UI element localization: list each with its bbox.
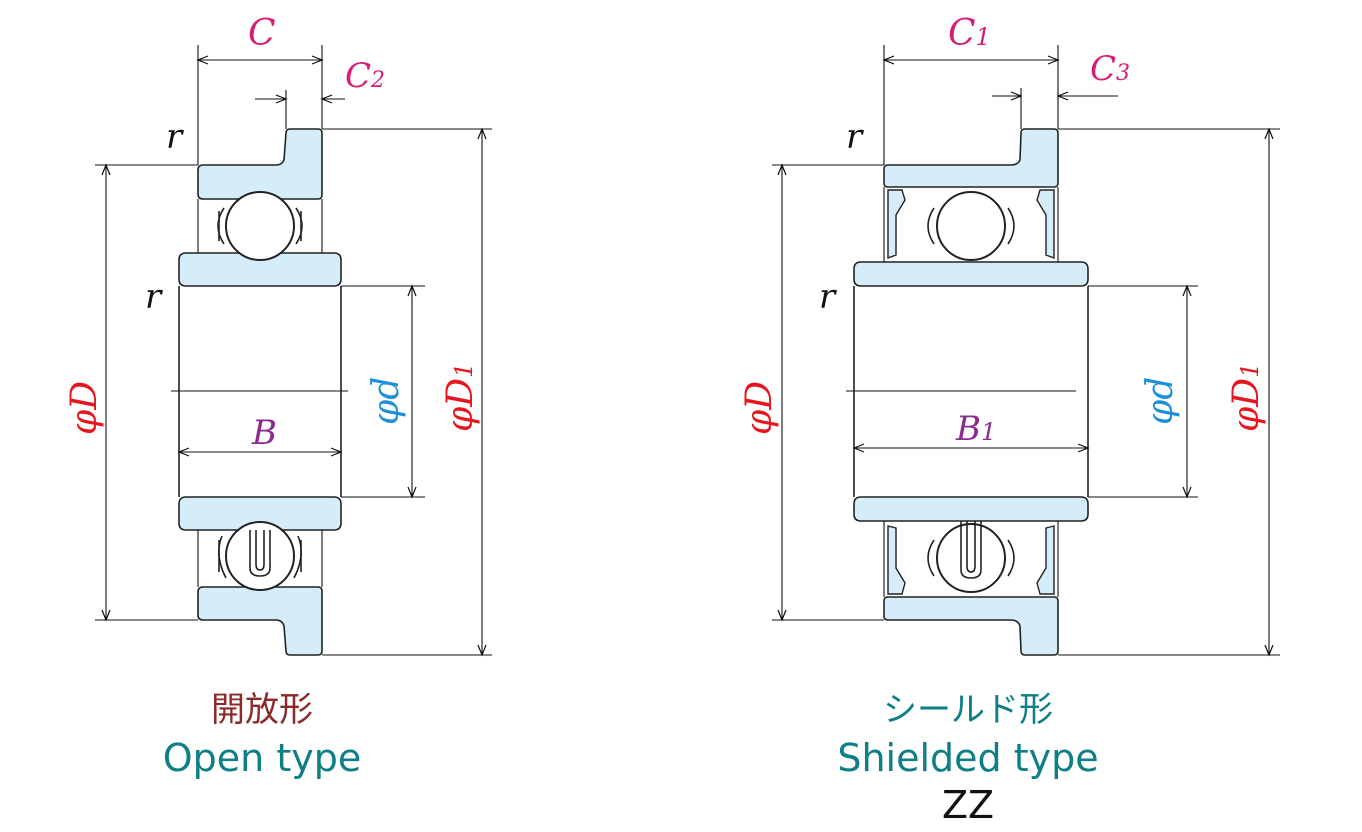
label-B1: B1 xyxy=(955,409,996,449)
ball-bottom xyxy=(218,521,302,591)
shield-bottom-left xyxy=(887,525,906,595)
label-r-mid: r xyxy=(145,277,163,317)
open-caption-en: Open type xyxy=(163,736,361,780)
inner-ring-bottom xyxy=(178,496,342,531)
ball-top xyxy=(217,191,303,261)
label-r-top: r xyxy=(166,117,184,157)
label-C3: C3 xyxy=(1090,49,1130,89)
outer-ring-top xyxy=(197,128,323,200)
shielded-caption-jp: シールド形 xyxy=(883,690,1053,730)
label-phiD1: φD1 xyxy=(440,363,481,432)
label-phiD: φD xyxy=(739,381,780,435)
outer-ring-top xyxy=(883,128,1059,188)
label-C2: C2 xyxy=(345,56,385,96)
shielded-caption-en: Shielded type xyxy=(837,736,1098,780)
label-B: B xyxy=(251,413,277,453)
shielded-code: ZZ xyxy=(942,783,994,827)
shielded-type-drawing: C1 C3 r r B1 φD φd φD1 xyxy=(739,13,1280,657)
outer-ring-bottom xyxy=(883,596,1059,656)
label-C: C xyxy=(248,13,276,54)
shield-bottom-right xyxy=(1036,525,1055,595)
inner-ring-top xyxy=(853,261,1089,287)
open-caption-jp: 開放形 xyxy=(211,690,313,730)
shield-top-left xyxy=(887,189,906,260)
label-phiD: φD xyxy=(64,381,105,435)
open-type-drawing: C C2 r r B φD φd φD1 xyxy=(64,13,492,657)
label-C1: C1 xyxy=(948,13,991,54)
label-phiD1: φD1 xyxy=(1226,363,1267,432)
shield-top-right xyxy=(1036,189,1055,260)
outer-ring-bottom xyxy=(197,586,323,656)
inner-ring-bottom xyxy=(853,496,1089,522)
label-phid: φd xyxy=(1140,377,1181,425)
label-r-mid: r xyxy=(819,277,837,317)
label-r-top: r xyxy=(846,117,864,157)
inner-ring-top xyxy=(178,252,342,287)
ball-top xyxy=(927,191,1015,261)
ball-bottom xyxy=(927,521,1015,593)
label-phid: φd xyxy=(366,377,407,425)
